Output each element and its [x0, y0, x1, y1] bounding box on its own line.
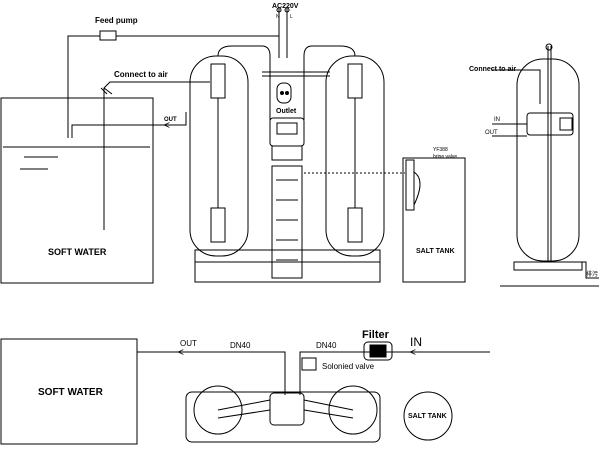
feed-pump [99, 30, 117, 41]
power-label: AC220V [272, 3, 299, 10]
distributor-lower-right [347, 207, 363, 243]
salt-tank-label-top: SALT TANK [416, 248, 455, 255]
outlet-pipe-plan [137, 351, 286, 395]
resin-tank-left-plan [193, 385, 243, 435]
plan-dn40-right: DN40 [316, 341, 337, 350]
solenoid-valve-label: Solonied valve [322, 362, 375, 371]
outlet-pipe-front [71, 112, 187, 138]
soft-water-label-bottom: SOFT WATER [38, 387, 104, 398]
salt-tank-label-bottom: SALT TANK [408, 413, 447, 420]
distributor-upper-right [347, 63, 363, 99]
solenoid-valve [301, 357, 317, 371]
control-valve [269, 117, 305, 147]
resin-tank-left [189, 55, 249, 257]
power-n-label: N [276, 14, 280, 20]
air-pipe [103, 81, 210, 230]
plan-in-label: IN [410, 335, 422, 349]
power-l-label: L [290, 14, 293, 20]
plan-dn40-left: DN40 [230, 341, 251, 350]
distributor-upper-left [210, 63, 226, 99]
brine-valve-model: YF388 [433, 147, 448, 153]
outlet-label: Outlet [276, 108, 297, 115]
side-out-label: OUT [485, 130, 498, 136]
salt-tank-front [402, 157, 466, 283]
labels: AC220V N L Feed pump Connect to air OUT … [38, 3, 598, 420]
distributor-lower-left [210, 207, 226, 243]
ladder [271, 165, 303, 279]
filter-label: Filter [362, 329, 390, 341]
plan-view [0, 338, 490, 445]
out-label-front: OUT [164, 117, 177, 123]
connect-air-label-left: Connect to air [114, 70, 168, 79]
salt-tank-plan [403, 391, 453, 441]
filter [363, 341, 393, 361]
feed-pump-label: Feed pump [95, 16, 138, 25]
resin-tank-right-plan [328, 385, 378, 435]
side-note-label: 排污 [586, 270, 598, 278]
plan-out-label: OUT [180, 339, 197, 348]
control-valve-side [526, 112, 574, 136]
soft-water-tank-plan [0, 338, 138, 445]
brine-valve-label: brine valve [433, 154, 457, 160]
soft-water-label-top: SOFT WATER [48, 247, 107, 257]
side-in-label: IN [494, 117, 500, 123]
front-view [0, 7, 466, 284]
inlet-pipe-plan [299, 351, 490, 395]
side-view [492, 43, 599, 287]
soft-water-tank-front [0, 97, 154, 284]
outlet-symbol [276, 82, 292, 104]
frame-front [194, 249, 381, 283]
control-valve-plan [269, 392, 305, 426]
connect-air-label-right: Connect to air [469, 66, 516, 73]
